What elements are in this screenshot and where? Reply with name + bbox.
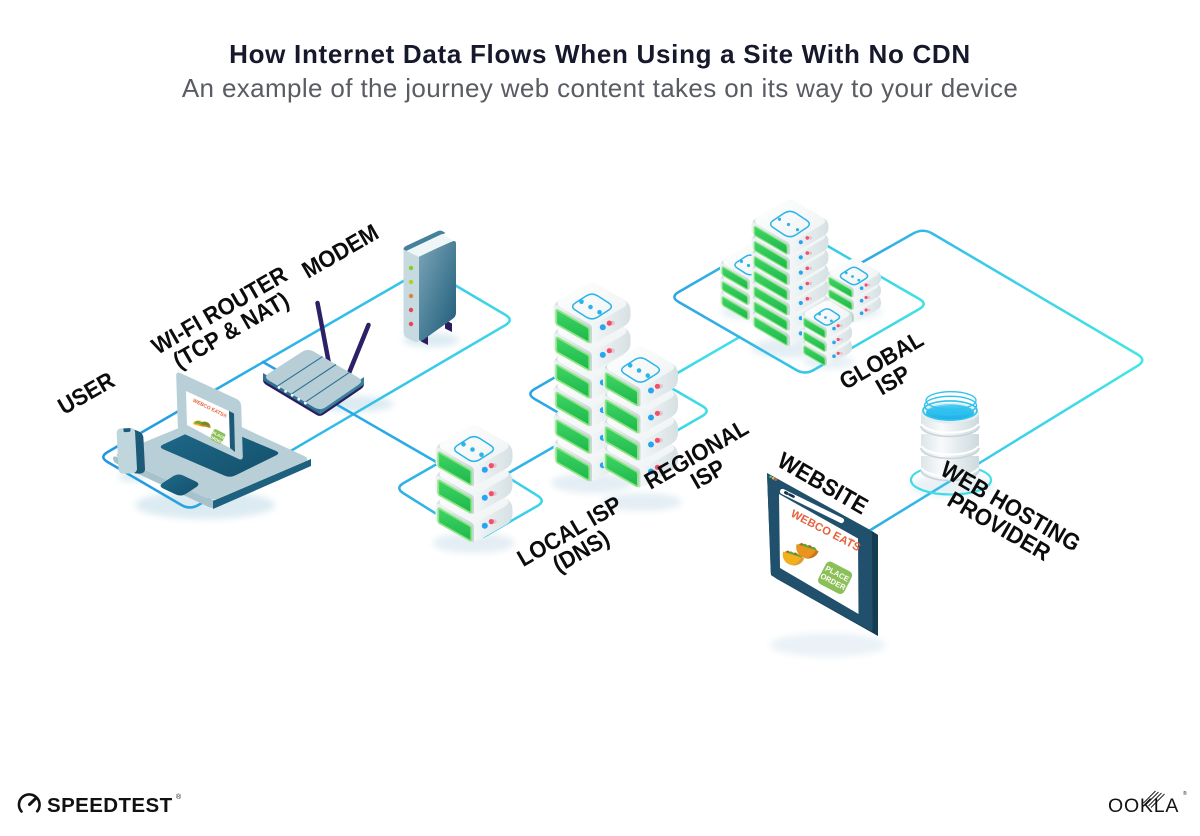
svg-text:SPEEDTEST: SPEEDTEST	[47, 794, 173, 817]
svg-text:OOKLA: OOKLA	[1108, 795, 1179, 817]
svg-text:MODEM: MODEM	[297, 218, 383, 283]
svg-text:ORDER: ORDER	[209, 434, 224, 445]
svg-text:USER: USER	[53, 366, 119, 420]
svg-text:PLACE: PLACE	[212, 430, 227, 441]
svg-text:®: ®	[1183, 790, 1187, 797]
svg-text:®: ®	[176, 793, 182, 801]
svg-text:™: ™	[848, 538, 856, 546]
